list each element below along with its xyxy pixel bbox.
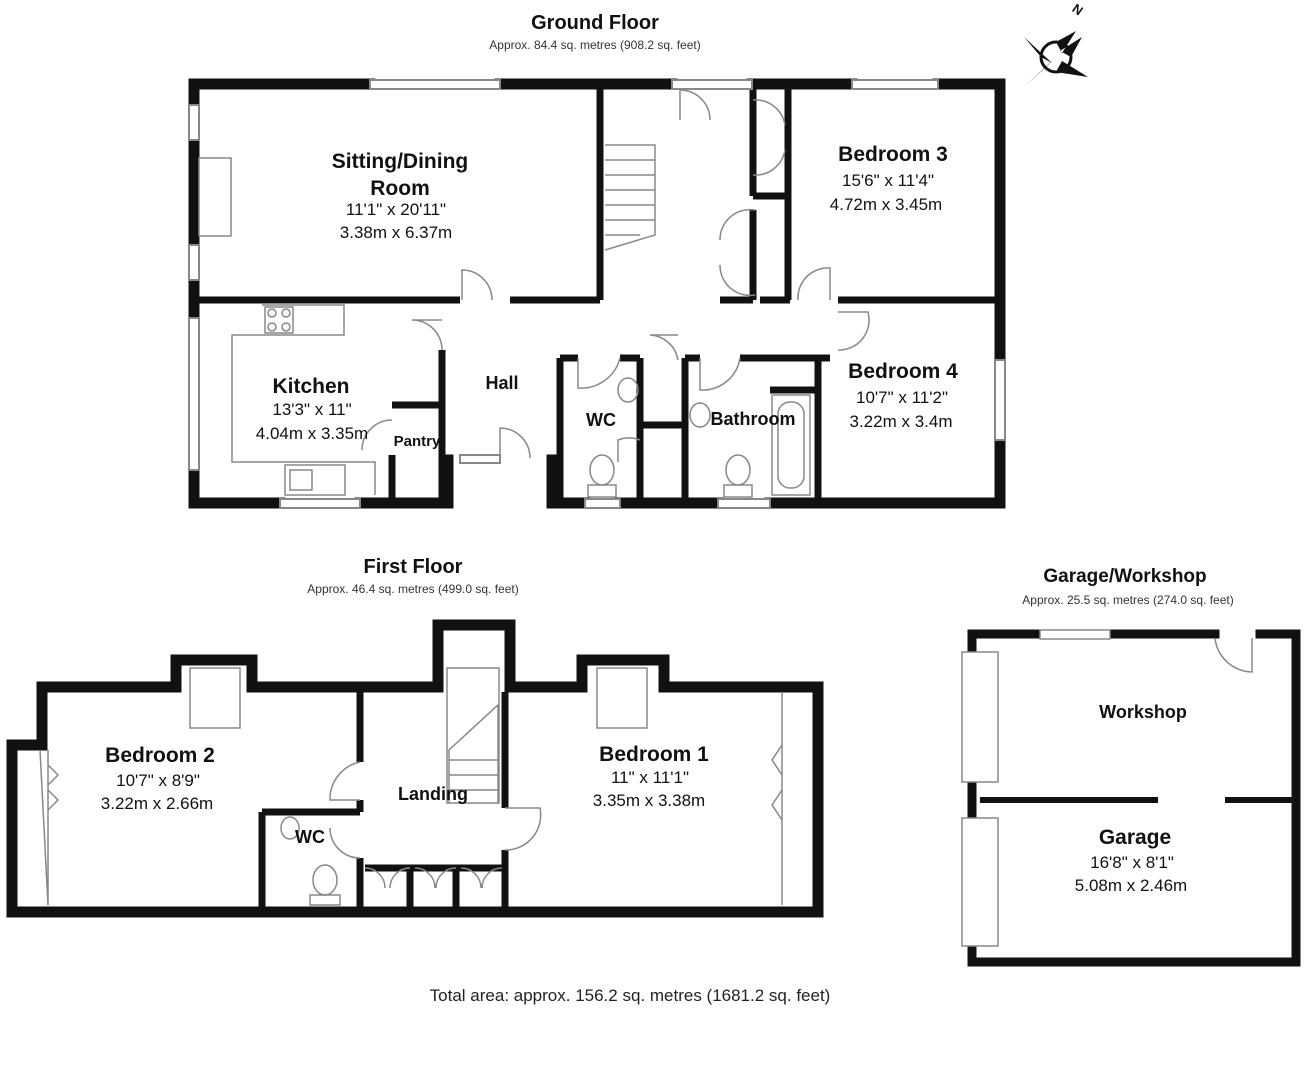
bedroom3-metric: 4.72m x 3.45m — [829, 195, 943, 214]
bedroom3-name: Bedroom 3 — [838, 143, 948, 166]
first-floor-title: First Floor — [363, 556, 463, 578]
ground-floor-windows — [188, 79, 1006, 509]
bedroom2-metric: 3.22m x 2.66m — [100, 794, 214, 813]
garage-area: Approx. 25.5 sq. metres (274.0 sq. feet) — [1022, 593, 1234, 607]
garage-metric: 5.08m x 2.46m — [1074, 876, 1188, 895]
kitchen-imperial: 13'3" x 11" — [272, 400, 352, 419]
garage-doors — [1214, 637, 1253, 673]
compass-icon — [1024, 31, 1088, 87]
bedroom1-name: Bedroom 1 — [599, 743, 709, 766]
ground-floor-doors — [361, 89, 870, 462]
bedroom2-name: Bedroom 2 — [105, 744, 215, 767]
landing-name: Landing — [398, 784, 468, 804]
first-floor-fixtures — [39, 667, 783, 906]
kitchen-name: Kitchen — [272, 375, 350, 398]
garage-title: Garage/Workshop — [1043, 566, 1207, 587]
ground-floor-walls — [188, 78, 1006, 509]
total-area: Total area: approx. 156.2 sq. metres (16… — [429, 986, 831, 1005]
ground-wc-name: WC — [586, 410, 616, 430]
bedroom4-name: Bedroom 4 — [848, 360, 958, 383]
bedroom2-imperial: 10'7" x 8'9" — [116, 771, 200, 790]
sitting-room-imperial: 11'1" x 20'11" — [345, 200, 447, 219]
first-wc-name: WC — [295, 827, 325, 847]
bedroom4-metric: 3.22m x 3.4m — [849, 412, 953, 431]
pantry-name: Pantry — [393, 433, 441, 450]
ground-floor-fixtures — [198, 144, 811, 498]
workshop-name: Workshop — [1099, 702, 1187, 722]
bathroom-name: Bathroom — [710, 409, 796, 429]
sitting-room-metric: 3.38m x 6.37m — [339, 223, 453, 242]
sitting-room-name-2: Room — [370, 177, 430, 200]
first-floor-inner-walls — [258, 692, 509, 907]
kitchen-metric: 4.04m x 3.35m — [255, 424, 369, 443]
bedroom1-imperial: 11" x 11'1" — [610, 768, 690, 787]
sitting-room-name-1: Sitting/Dining — [331, 150, 469, 173]
garage-windows — [961, 629, 1111, 947]
first-floor-area: Approx. 46.4 sq. metres (499.0 sq. feet) — [307, 582, 519, 596]
garage-name: Garage — [1098, 826, 1172, 849]
ground-floor-inner-walls — [194, 88, 1000, 503]
ground-floor-area: Approx. 84.4 sq. metres (908.2 sq. feet) — [489, 38, 701, 52]
hall-name: Hall — [485, 373, 519, 393]
bedroom1-metric: 3.35m x 3.38m — [592, 791, 706, 810]
bedroom3-imperial: 15'6" x 11'4" — [842, 171, 934, 190]
bedroom4-imperial: 10'7" x 11'2" — [856, 388, 948, 407]
first-floor-doors — [47, 744, 783, 889]
ground-floor-title: Ground Floor — [531, 12, 659, 34]
first-floor-walls — [6, 619, 824, 918]
garage-imperial: 16'8" x 8'1" — [1090, 853, 1174, 872]
